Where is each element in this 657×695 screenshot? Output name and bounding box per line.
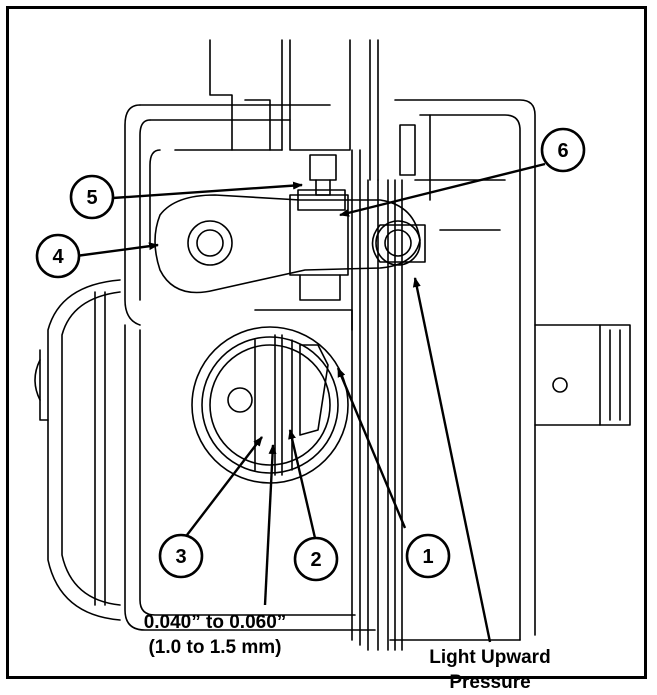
callout-number: 4 xyxy=(52,246,64,268)
pressure-caption: Light Upward Pressure xyxy=(395,645,585,695)
callout-1: 1 xyxy=(405,533,451,579)
leader-2 xyxy=(288,429,317,539)
leader-lines xyxy=(75,162,546,643)
leader-6 xyxy=(339,162,546,217)
callout-circle xyxy=(540,127,586,173)
callout-number: 3 xyxy=(175,546,186,568)
leader-5 xyxy=(112,181,303,200)
gap-inches: 0.040” to 0.060” xyxy=(143,612,287,633)
gap-millimeters: (1.0 to 1.5 mm) xyxy=(148,637,282,658)
callout-3: 3 xyxy=(158,533,204,579)
leader-4 xyxy=(75,242,159,258)
pressure-line-2: Pressure xyxy=(449,672,531,693)
leader-gap xyxy=(263,444,277,606)
callout-number: 2 xyxy=(310,549,321,571)
callout-circle xyxy=(293,536,339,582)
callout-number: 1 xyxy=(422,546,433,568)
pressure-line-1: Light Upward xyxy=(429,647,551,668)
callout-circle xyxy=(69,174,115,220)
gap-spec-caption: 0.040” to 0.060” (1.0 to 1.5 mm) xyxy=(100,610,330,660)
callout-number: 5 xyxy=(86,187,97,209)
callout-6: 6 xyxy=(540,127,586,173)
callout-4: 4 xyxy=(35,233,81,279)
machine-linework xyxy=(34,39,631,651)
callout-circle xyxy=(405,533,451,579)
leader-1 xyxy=(336,367,407,529)
leader-3 xyxy=(186,436,263,536)
callout-2: 2 xyxy=(293,536,339,582)
callout-5: 5 xyxy=(69,174,115,220)
callout-circle xyxy=(35,233,81,279)
leader-pressure xyxy=(412,277,492,643)
callout-number: 6 xyxy=(557,140,568,162)
callout-circle xyxy=(158,533,204,579)
